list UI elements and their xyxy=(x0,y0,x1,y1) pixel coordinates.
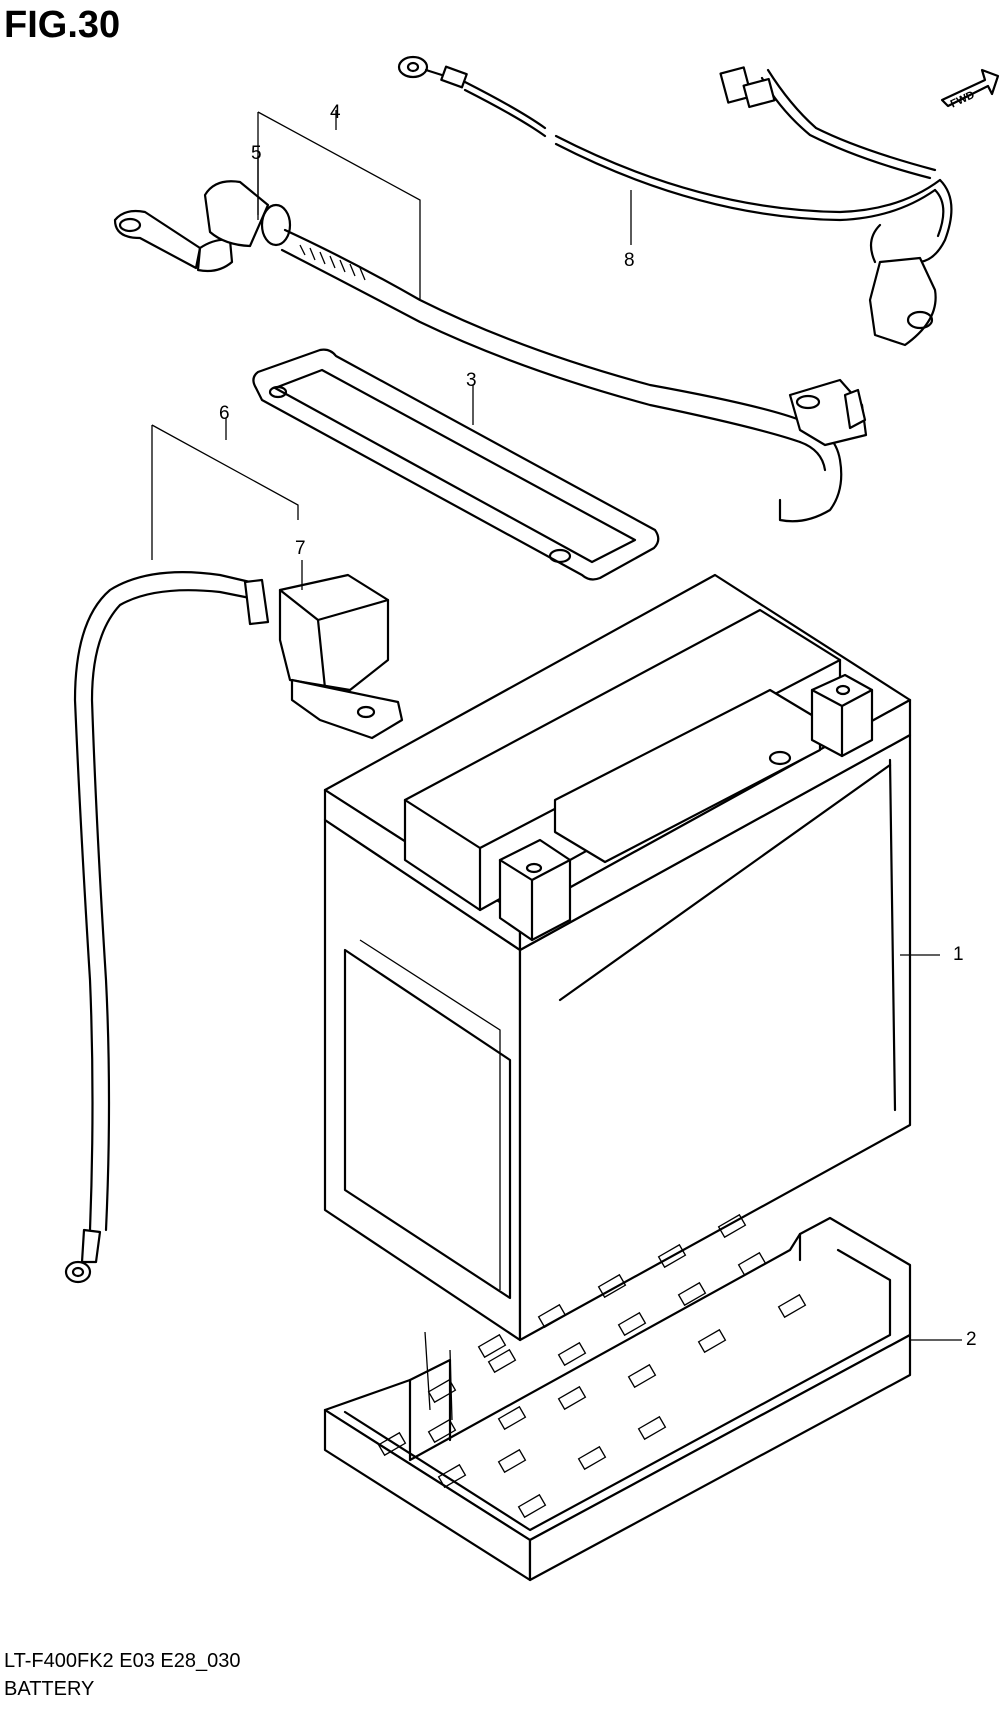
leader-lines xyxy=(151,110,962,1341)
callout-6: 6 xyxy=(219,403,230,424)
callout-5: 5 xyxy=(251,143,262,164)
figure-name: BATTERY xyxy=(4,1678,95,1700)
callout-7: 7 xyxy=(295,538,306,559)
part-2-tray xyxy=(323,1213,912,1582)
leader-6 xyxy=(151,424,299,520)
part-6-cable xyxy=(64,571,404,1284)
figure-code: LT-F400FK2 E03 E28_030 xyxy=(4,1650,241,1672)
part-3-strap xyxy=(252,348,660,581)
callout-1: 1 xyxy=(953,944,964,965)
callout-4: 4 xyxy=(330,102,341,123)
fwd-label: FWD xyxy=(949,89,977,110)
part-4-cable xyxy=(113,180,868,523)
part-8-cable xyxy=(397,55,953,347)
callout-3: 3 xyxy=(466,370,477,391)
callout-8: 8 xyxy=(624,250,635,271)
figure-title: FIG.30 xyxy=(4,4,121,46)
part-1-battery xyxy=(323,573,912,1342)
fwd-arrow-icon: FWD xyxy=(940,68,1000,110)
callout-2: 2 xyxy=(966,1329,977,1350)
leader-4 xyxy=(257,111,421,300)
